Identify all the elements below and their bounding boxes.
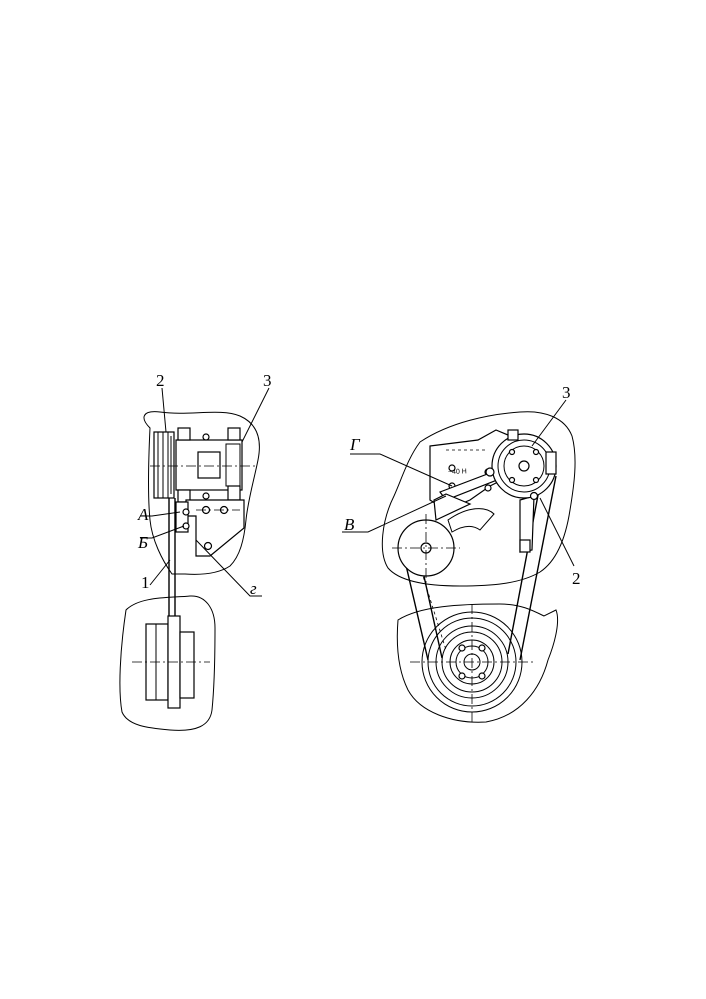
right-v-belt (401, 473, 557, 661)
right-label-g: Г (349, 435, 361, 454)
left-bracket (185, 499, 245, 557)
right-crank-pulley (410, 604, 534, 722)
left-side-view (119, 387, 270, 731)
right-label-v: В (344, 515, 355, 534)
right-label-3: 3 (562, 383, 571, 402)
left-lower-breakout (119, 595, 216, 731)
right-label-2: 2 (572, 569, 581, 588)
left-label-g: г (250, 579, 257, 598)
right-alternator (485, 429, 557, 501)
right-upper-breakout (381, 411, 576, 587)
left-label-1: 1 (141, 573, 150, 592)
right-dim-note: ~40 Н (448, 468, 467, 476)
right-front-view: ~40 Н (342, 399, 576, 723)
right-lower-breakout (396, 603, 559, 723)
left-upper-breakout (143, 411, 260, 575)
left-pulley-2 (153, 431, 175, 499)
left-label-2: 2 (156, 371, 165, 390)
left-alternator-body (175, 439, 243, 491)
left-label-3: 3 (263, 371, 272, 390)
left-label-a: А (137, 505, 149, 524)
left-label-b: Б (137, 533, 148, 552)
